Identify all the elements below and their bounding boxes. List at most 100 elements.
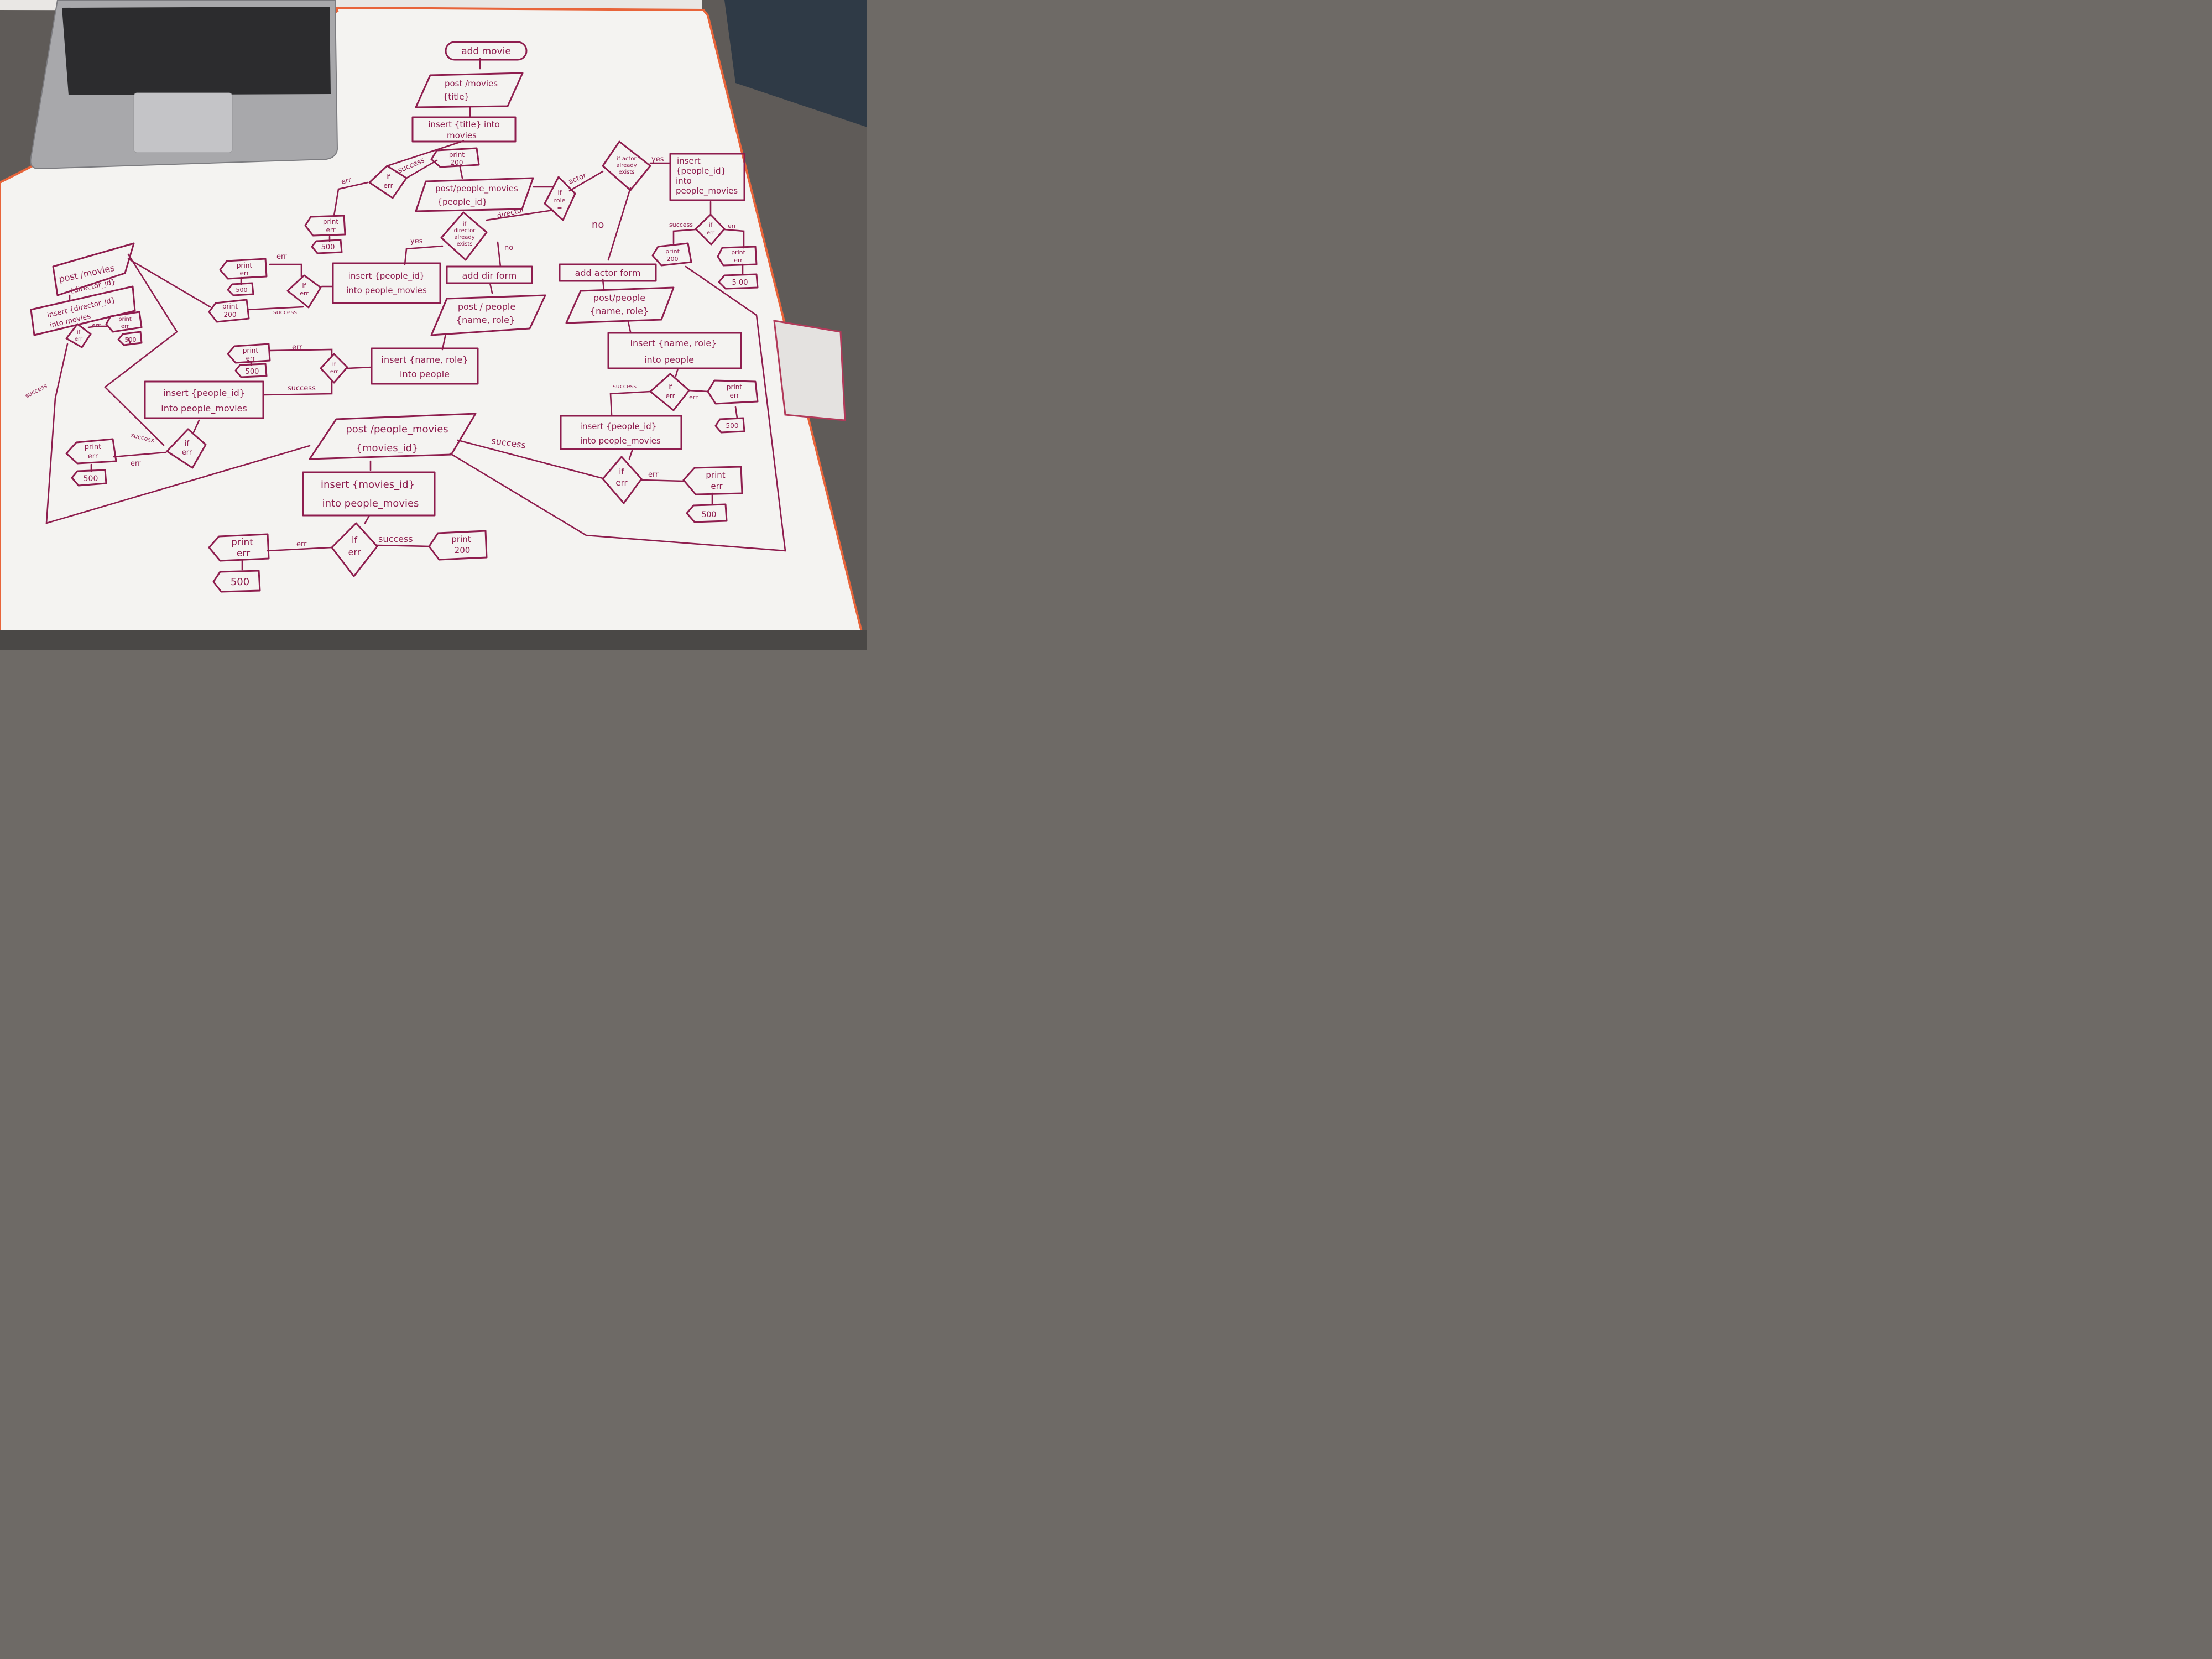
- laptop: [30, 0, 338, 170]
- node-text: exists: [456, 241, 472, 247]
- start-node-label: add movie: [461, 46, 511, 57]
- node-text: already: [454, 234, 474, 241]
- node-text: if: [332, 362, 336, 368]
- edge: [449, 265, 786, 552]
- node-text: insert {title} into: [428, 119, 499, 129]
- decision-if-err: [649, 373, 690, 411]
- terminal-500: [212, 570, 261, 593]
- terminal-print-err: [682, 466, 743, 495]
- edge: [609, 390, 651, 416]
- edge-label-err: err: [292, 343, 302, 352]
- node-text: 500: [726, 422, 739, 430]
- node-text: if: [386, 173, 390, 181]
- edge: [127, 337, 132, 345]
- edge: [333, 181, 369, 217]
- node-text: already: [616, 163, 637, 169]
- floor: [0, 630, 867, 650]
- node-text: print: [243, 347, 258, 354]
- process-insert-director-id: [30, 285, 136, 336]
- node-text: {people_id}: [437, 197, 487, 207]
- edge: [267, 546, 333, 552]
- process-insert-movies-id: [302, 471, 436, 517]
- node-text: insert {people_id}: [163, 388, 245, 399]
- io-post-people-actor: [565, 286, 675, 324]
- process-insert-title: [411, 116, 517, 143]
- edge: [607, 187, 632, 261]
- edge: [263, 380, 333, 396]
- edge: [269, 348, 333, 356]
- node-text: print: [449, 151, 465, 159]
- edge: [405, 159, 438, 179]
- edge: [497, 241, 502, 268]
- edge: [486, 209, 554, 221]
- terminal-print-200: [430, 147, 480, 168]
- node-text: 200: [667, 255, 679, 263]
- node-text: post /movies: [445, 79, 498, 88]
- edge: [672, 228, 697, 244]
- edge-label-no: no: [504, 244, 513, 252]
- process-insert-people-id-actor-new: [560, 415, 682, 450]
- process-add-dir-form: [446, 265, 533, 284]
- edge-label-success: success: [669, 221, 693, 228]
- terminal-print-err: [227, 343, 271, 364]
- node-text: {name, role}: [456, 315, 515, 325]
- node-text: err: [75, 336, 83, 342]
- terminal-500: [311, 239, 343, 254]
- edge-label-err: err: [341, 176, 353, 186]
- node-text: print: [665, 248, 680, 255]
- process-insert-people-id-director-new: [144, 380, 264, 419]
- node-text: {people_id}: [676, 166, 726, 176]
- node-text: post / people: [458, 301, 515, 312]
- node-text: post/people: [593, 293, 645, 303]
- node-text: 200: [224, 311, 237, 319]
- node-text: err: [326, 226, 335, 234]
- node-text: insert {movies_id}: [321, 479, 415, 491]
- process-insert-name-role-actor: [607, 332, 742, 369]
- node-text: add actor form: [575, 268, 641, 278]
- edge: [269, 263, 302, 278]
- node-text: if actor: [617, 156, 637, 162]
- node-text: 500: [246, 368, 259, 376]
- node-text: {name, role}: [590, 306, 649, 316]
- edge-label-success: success: [273, 309, 297, 316]
- terminal-print-err: [219, 258, 268, 280]
- node-text: if: [77, 330, 81, 336]
- decision-if-director-exists: [440, 211, 488, 261]
- node-text: err: [707, 230, 715, 236]
- node-text: err: [246, 354, 255, 362]
- edge-label-err: err: [296, 540, 307, 549]
- node-text: if: [709, 222, 713, 228]
- node-text: if: [558, 189, 562, 196]
- node-text: err: [88, 452, 98, 461]
- decision-if-err: [166, 428, 207, 469]
- node-text: role: [554, 197, 566, 204]
- node-text: if: [619, 467, 624, 477]
- edge-label-yes: yes: [651, 155, 664, 164]
- node-text: into people: [400, 369, 450, 379]
- node-text: post/people_movies: [435, 184, 518, 194]
- node-text: into people_movies: [161, 403, 247, 414]
- edge-label-err: err: [728, 222, 737, 229]
- node-text: 5 00: [732, 279, 748, 287]
- node-text: insert {name, role}: [382, 354, 468, 365]
- edge-label-no: no: [592, 219, 604, 231]
- decision-if-err: [65, 323, 92, 348]
- edge: [441, 333, 447, 351]
- node-text: err: [734, 257, 743, 264]
- node-text: 500: [125, 336, 137, 343]
- node-text: if: [352, 535, 357, 545]
- terminal-print-200: [651, 242, 692, 267]
- terminal-500: [234, 363, 268, 378]
- edge: [675, 367, 679, 377]
- node-text: if: [668, 383, 672, 391]
- node-text: director: [454, 228, 476, 234]
- edge: [734, 406, 738, 419]
- whiteboard-photo: success err actor director yes no succes…: [0, 0, 867, 650]
- node-text: print: [706, 470, 725, 480]
- io-post-people-movies: [415, 177, 534, 212]
- edge: [404, 245, 444, 265]
- node-text: post /people_movies: [346, 424, 448, 435]
- laptop-keyboard: [62, 7, 331, 95]
- node-text: print: [118, 316, 132, 322]
- edge-label-success: success: [613, 383, 637, 390]
